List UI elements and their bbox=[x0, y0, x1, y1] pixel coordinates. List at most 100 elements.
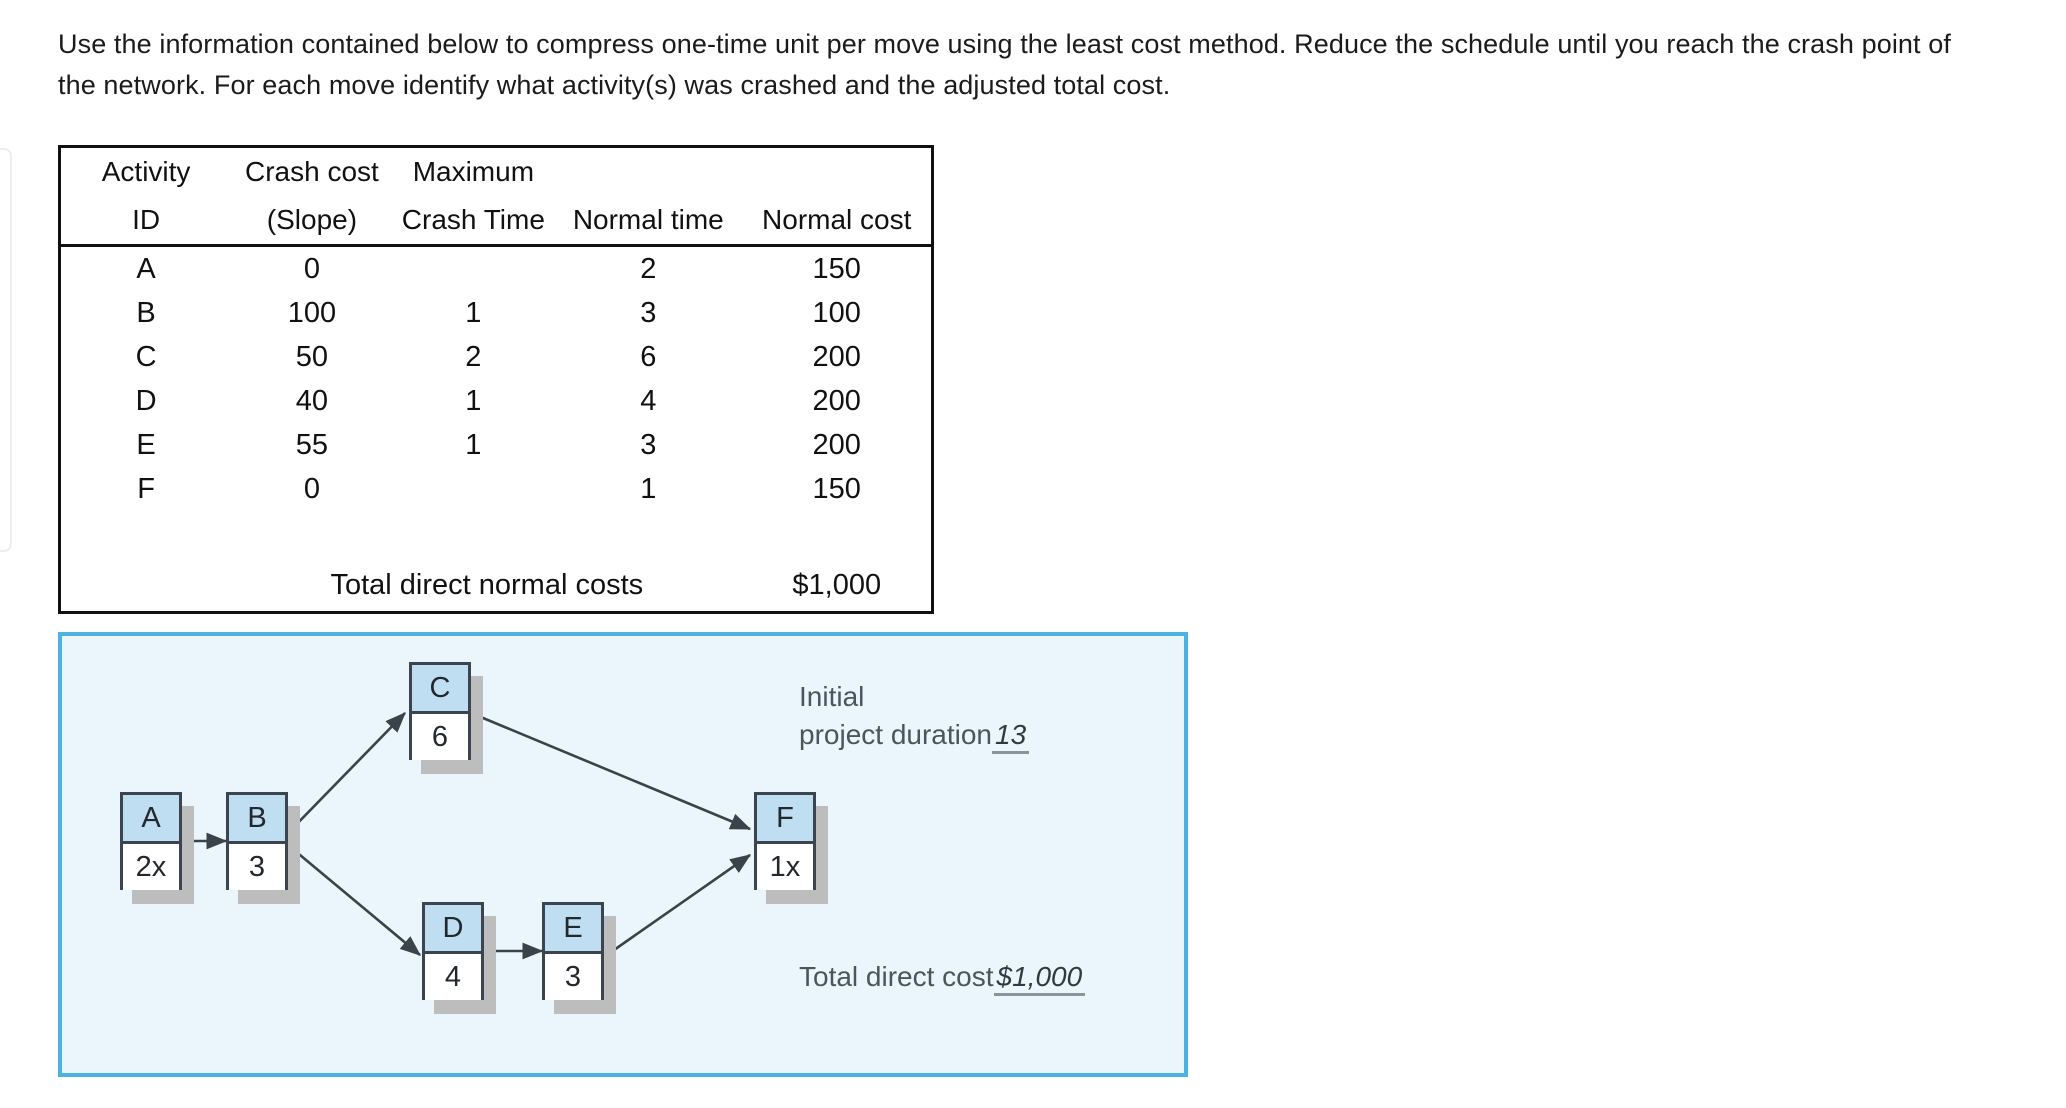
node-duration: 3 bbox=[545, 954, 601, 1000]
cell-activity-id: C bbox=[58, 335, 232, 379]
table-header-row-top: Activity Crash cost Maximum bbox=[58, 145, 935, 196]
total-value: $1,000 bbox=[742, 559, 935, 614]
table-row: E 55 1 3 200 bbox=[58, 423, 935, 467]
edge-b-c-corrected bbox=[288, 636, 387, 695]
table-right-rule bbox=[931, 145, 934, 614]
cell-slope: 0 bbox=[303, 472, 320, 505]
cell-normal-time: 3 bbox=[640, 296, 657, 329]
table-row: B 100 1 3 100 bbox=[58, 291, 935, 335]
cell-max-crash bbox=[393, 246, 554, 292]
network-node-a[interactable]: A 2x bbox=[120, 792, 194, 904]
total-label: Total direct normal costs bbox=[231, 559, 743, 614]
cell-activity-id: E bbox=[58, 423, 232, 467]
node-box: B 3 bbox=[226, 792, 288, 890]
cell-normal-cost: 150 bbox=[742, 467, 935, 511]
table-row: C 50 2 6 200 bbox=[58, 335, 935, 379]
crash-cost-table-grid: Activity Crash cost Maximum ID (Slope) C… bbox=[58, 145, 935, 614]
node-duration: 2x bbox=[123, 844, 179, 890]
cell-max-crash: 1 bbox=[465, 384, 482, 417]
edge-e-f bbox=[603, 853, 752, 959]
project-duration-value: 13 bbox=[992, 719, 1030, 754]
spacer-cell bbox=[742, 511, 935, 559]
total-direct-cost-value: $1,000 bbox=[993, 961, 1086, 996]
cell-slope: 55 bbox=[295, 428, 329, 461]
header-top-blank-2 bbox=[742, 145, 935, 196]
cell-slope: 100 bbox=[287, 296, 337, 329]
spacer-cell bbox=[554, 511, 742, 559]
cell-normal-time: 3 bbox=[640, 428, 657, 461]
cell-slope: 40 bbox=[295, 384, 329, 417]
node-label: D bbox=[425, 905, 481, 954]
spacer-cell bbox=[58, 511, 232, 559]
node-box: C 6 bbox=[409, 662, 471, 760]
cell-activity-id: F bbox=[58, 467, 232, 511]
table-row: A 0 2 150 bbox=[58, 245, 935, 292]
header-activity: Activity bbox=[58, 145, 232, 196]
node-box: E 3 bbox=[542, 902, 604, 1000]
cell-slope: 50 bbox=[295, 340, 329, 373]
edge-b-d bbox=[287, 844, 421, 956]
network-node-d[interactable]: D 4 bbox=[422, 902, 496, 1014]
crash-cost-table: Activity Crash cost Maximum ID (Slope) C… bbox=[58, 145, 935, 614]
question-prompt: Use the information contained below to c… bbox=[58, 29, 1951, 100]
header-maximum: Maximum bbox=[392, 145, 555, 196]
network-node-b[interactable]: B 3 bbox=[226, 792, 300, 904]
cell-activity-id: A bbox=[58, 245, 232, 291]
spacer-cell bbox=[393, 511, 554, 559]
cell-normal-time: 2 bbox=[640, 252, 657, 285]
header-top-blank-1 bbox=[554, 145, 743, 196]
node-duration: 4 bbox=[425, 954, 481, 1000]
total-direct-cost-annotation: Total direct cost$1,000 bbox=[799, 958, 1086, 996]
node-box: A 2x bbox=[120, 792, 182, 890]
header-normal-time: Normal time bbox=[554, 196, 743, 247]
table-header-row-bottom: ID (Slope) Crash Time Normal time Normal… bbox=[58, 196, 935, 247]
network-diagram-panel: A 2x B 3 C 6 D 4 E 3 bbox=[58, 632, 1188, 1077]
network-node-e[interactable]: E 3 bbox=[542, 902, 616, 1014]
cell-activity-id: B bbox=[58, 291, 232, 335]
cell-normal-time: 4 bbox=[640, 384, 657, 417]
network-node-f[interactable]: F 1x bbox=[754, 792, 828, 904]
cell-normal-cost: 100 bbox=[742, 291, 935, 335]
cell-activity-id: D bbox=[58, 379, 232, 423]
header-crash-cost: Crash cost bbox=[231, 145, 393, 196]
node-duration: 3 bbox=[229, 844, 285, 890]
cell-max-crash: 1 bbox=[465, 296, 482, 329]
initial-label: Initial bbox=[799, 681, 865, 712]
cell-normal-cost: 200 bbox=[742, 379, 935, 423]
cell-normal-cost: 200 bbox=[742, 335, 935, 379]
header-slope: (Slope) bbox=[231, 196, 393, 247]
cell-max-crash: 2 bbox=[465, 340, 482, 373]
cell-normal-time: 1 bbox=[640, 472, 657, 505]
node-duration: 1x bbox=[757, 844, 813, 890]
network-arrows bbox=[182, 711, 752, 960]
node-box: F 1x bbox=[754, 792, 816, 890]
spacer-cell bbox=[231, 511, 392, 559]
cell-normal-cost: 150 bbox=[742, 245, 935, 291]
header-id: ID bbox=[58, 196, 232, 247]
total-blank bbox=[58, 559, 232, 614]
node-duration: 6 bbox=[412, 714, 468, 760]
table-row: D 40 1 4 200 bbox=[58, 379, 935, 423]
cell-slope: 0 bbox=[303, 252, 320, 285]
total-direct-cost-label: Total direct cost bbox=[799, 961, 994, 992]
table-row: F 0 1 150 bbox=[58, 467, 935, 511]
header-normal-cost: Normal cost bbox=[742, 196, 935, 247]
node-label: A bbox=[123, 795, 179, 844]
table-spacer-row bbox=[58, 511, 935, 559]
table-total-row: Total direct normal costs $1,000 bbox=[58, 559, 935, 614]
table-left-rule bbox=[58, 145, 61, 614]
project-duration-label: project duration bbox=[799, 719, 993, 750]
node-label: E bbox=[545, 905, 601, 954]
edge-b-c bbox=[287, 712, 406, 834]
cell-normal-time: 6 bbox=[640, 340, 657, 373]
cell-normal-cost: 200 bbox=[742, 423, 935, 467]
edge-c-f bbox=[470, 711, 752, 831]
clipped-card-edge bbox=[0, 148, 12, 552]
node-label: C bbox=[412, 665, 468, 714]
network-node-c[interactable]: C 6 bbox=[409, 662, 483, 774]
cell-max-crash: 1 bbox=[465, 428, 482, 461]
node-label: F bbox=[757, 795, 813, 844]
cell-max-crash bbox=[393, 467, 554, 511]
